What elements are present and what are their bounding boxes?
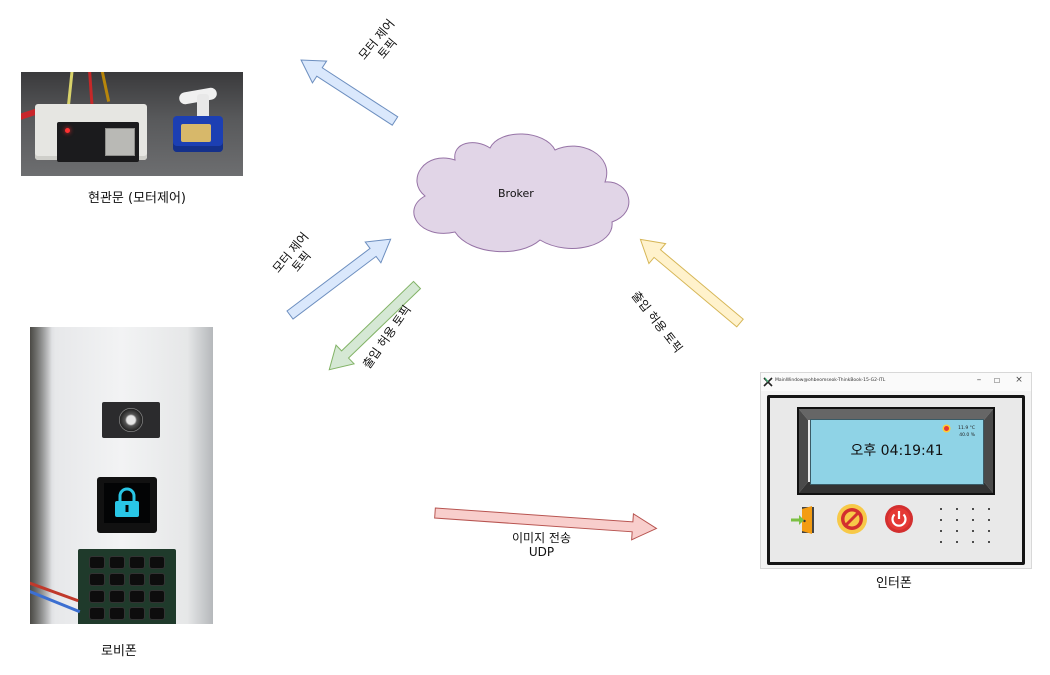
keypad-key <box>110 591 124 602</box>
speaker-hole <box>940 508 943 511</box>
arrow-image-udp <box>434 507 658 541</box>
servo-motor <box>173 116 223 152</box>
keypad-key <box>90 574 104 585</box>
door-controller-photo <box>21 72 243 176</box>
speaker-hole <box>956 530 959 533</box>
lock-icon <box>115 487 139 517</box>
window-titlebar: MainWindow@ohbeomseok-ThinkBook-15-G2-IT… <box>761 373 1031 391</box>
intercom-caption: 인터폰 <box>876 576 912 591</box>
keypad-key <box>150 591 164 602</box>
speaker-hole <box>940 530 943 533</box>
arrow-motor-from-lobby <box>286 238 392 320</box>
keypad-key <box>90 557 104 568</box>
speaker-hole <box>988 519 991 522</box>
lobby-phone-photo <box>30 327 213 624</box>
jumper-wire <box>66 72 75 107</box>
jumper-wire <box>87 72 94 105</box>
speaker-hole <box>956 508 959 511</box>
keypad-key <box>150 557 164 568</box>
keypad-key <box>90 591 104 602</box>
servo-sticker <box>181 124 211 142</box>
app-icon <box>763 377 773 387</box>
esp32-chip <box>105 128 135 156</box>
speaker-hole <box>972 541 975 544</box>
speaker-hole <box>988 541 991 544</box>
keypad-key <box>130 574 144 585</box>
keypad-key <box>110 574 124 585</box>
speaker-hole <box>940 519 943 522</box>
speaker-hole <box>956 519 959 522</box>
clock: 오후 04:19:41 <box>850 443 944 459</box>
keypad-key <box>150 574 164 585</box>
weather-icon <box>944 426 949 431</box>
maximize-button[interactable]: ☐ <box>993 377 1001 385</box>
env-readout: 11.9 °C 40.0 % <box>958 425 975 439</box>
label-image-udp: 이미지 전송 UDP <box>512 531 572 559</box>
lcd-screen: 11.9 °C 40.0 % 오후 04:19:41 <box>810 419 984 485</box>
jumper-wire <box>98 72 111 102</box>
keypad-key <box>110 557 124 568</box>
speaker-hole <box>972 519 975 522</box>
intercom-window: MainWindow@ohbeomseok-ThinkBook-15-G2-IT… <box>760 372 1032 569</box>
speaker-hole <box>972 508 975 511</box>
close-button[interactable]: × <box>1015 375 1023 385</box>
window-title: MainWindow@ohbeomseok-ThinkBook-15-G2-IT… <box>775 378 886 383</box>
keypad <box>78 549 176 624</box>
temperature: 11.9 °C <box>958 426 975 431</box>
oled-display <box>97 477 157 533</box>
keypad-key <box>110 608 124 619</box>
door-caption: 현관문 (모터제어) <box>88 191 186 206</box>
speaker-hole <box>988 530 991 533</box>
camera-module <box>102 402 160 438</box>
arrow-access-from-intercom <box>639 238 744 328</box>
speaker-hole <box>972 530 975 533</box>
keypad-key <box>130 591 144 602</box>
arrow-motor-to-door <box>300 59 399 126</box>
humidity: 40.0 % <box>959 433 975 438</box>
arrow-access-to-lobby <box>328 280 422 371</box>
no-entry-icon[interactable] <box>836 503 868 535</box>
keypad-key <box>90 608 104 619</box>
esp32-board <box>57 122 139 162</box>
lcd-bezel <box>797 407 995 495</box>
breadboard <box>35 104 147 162</box>
camera-lens <box>119 408 143 432</box>
speaker-hole <box>940 541 943 544</box>
minimize-button[interactable]: – <box>976 375 982 385</box>
power-led <box>65 128 70 133</box>
intercom-device: 11.9 °C 40.0 % 오후 04:19:41 <box>767 395 1025 565</box>
door-open-icon[interactable] <box>790 505 820 535</box>
speaker-hole <box>956 541 959 544</box>
speaker-hole <box>988 508 991 511</box>
power-icon[interactable] <box>884 504 914 534</box>
keypad-key <box>130 557 144 568</box>
broker-label: Broker <box>498 187 534 200</box>
speaker-grille <box>936 504 996 546</box>
lobby-caption: 로비폰 <box>101 644 137 659</box>
keypad-key <box>130 608 144 619</box>
keypad-key <box>150 608 164 619</box>
shadow <box>30 327 52 624</box>
oled-screen <box>104 483 150 523</box>
